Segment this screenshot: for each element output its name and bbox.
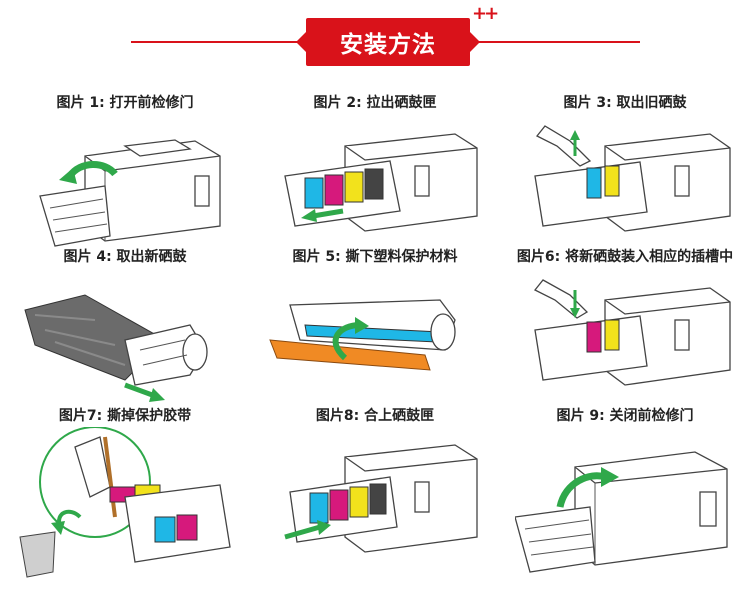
remove-tape-icon (15, 427, 235, 582)
step-7: 图片7: 撕掉保护胶带 (0, 405, 250, 578)
step-4-label: 图片 4: 取出新硒鼓 (63, 249, 187, 265)
step-2-label: 图片 2: 拉出硒鼓匣 (313, 95, 437, 111)
step-1: 图片 1: 打开前检修门 (0, 92, 250, 262)
step-8: 图片8: 合上硒鼓匣 (250, 405, 500, 575)
printer-close-door-icon (515, 427, 735, 582)
step-9-label: 图片 9: 关闭前检修门 (556, 408, 694, 424)
step-3: 图片 3: 取出旧硒鼓 (500, 92, 750, 262)
toner-protective-cover-icon (265, 270, 485, 410)
printer-close-drawer-icon (265, 427, 485, 582)
step-8-label: 图片8: 合上硒鼓匣 (315, 408, 435, 424)
step-4: 图片 4: 取出新硒鼓 (0, 246, 250, 416)
title-banner: 安装方法 ++ (0, 0, 750, 80)
printer-pull-drawer-icon (265, 116, 485, 256)
step-6-label: 图片6: 将新硒鼓装入相应的插槽中 (516, 249, 734, 265)
step-6: 图片6: 将新硒鼓装入相应的插槽中 (500, 246, 750, 416)
title-rule-left (131, 41, 306, 43)
plus-decoration: ++ (472, 3, 499, 24)
step-1-label: 图片 1: 打开前检修门 (56, 95, 194, 111)
page-title: 安装方法 (296, 18, 480, 66)
printer-open-door-icon (15, 116, 235, 256)
step-3-label: 图片 3: 取出旧硒鼓 (563, 95, 687, 111)
title-rule-right (470, 41, 640, 43)
step-9: 图片 9: 关闭前检修门 (500, 405, 750, 575)
printer-insert-drum-icon (515, 270, 735, 410)
step-5: 图片 5: 撕下塑料保护材料 (250, 246, 500, 416)
printer-remove-drum-icon (515, 116, 735, 256)
step-5-label: 图片 5: 撕下塑料保护材料 (292, 249, 458, 265)
step-7-label: 图片7: 撕掉保护胶带 (58, 408, 192, 424)
toner-in-bag-icon (15, 270, 235, 410)
step-2: 图片 2: 拉出硒鼓匣 (250, 92, 500, 262)
